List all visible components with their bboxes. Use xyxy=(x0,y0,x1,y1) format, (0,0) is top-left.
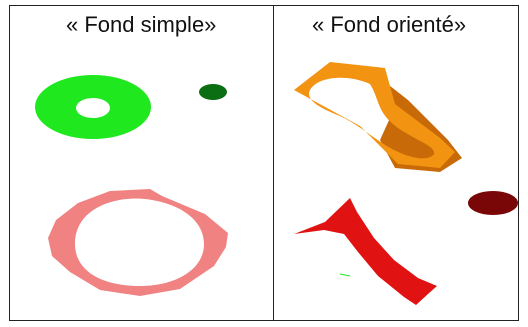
dark-green-blob xyxy=(199,84,227,100)
red-surface-shape xyxy=(294,198,437,305)
orange-shape-front xyxy=(294,62,455,168)
table-border xyxy=(9,5,519,321)
faint-stroke xyxy=(339,273,351,277)
panel-title-oriented: « Fond orienté» xyxy=(312,12,467,37)
dark-red-blob xyxy=(468,191,518,215)
pink-ring-shape xyxy=(48,189,228,296)
green-ring-shape xyxy=(34,74,152,140)
column-divider xyxy=(273,5,274,321)
panel-title-simple: « Fond simple» xyxy=(66,12,217,37)
